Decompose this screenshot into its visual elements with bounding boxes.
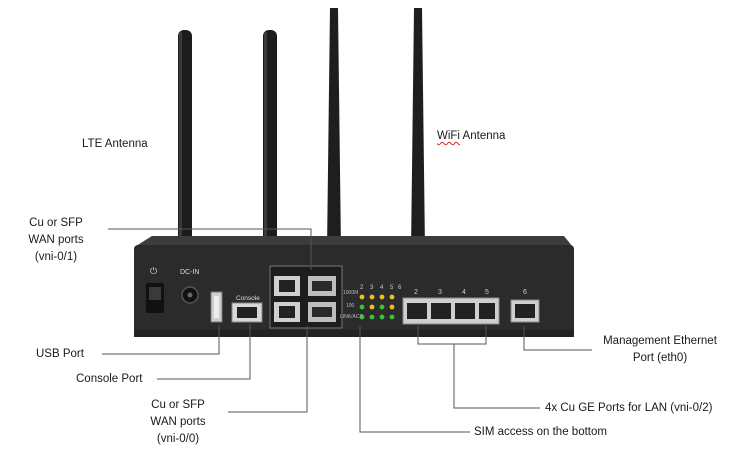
led-row-label: LINK/ACT [340, 314, 363, 320]
usb-port-label: USB Port [36, 348, 84, 360]
console-rj45 [231, 302, 263, 323]
management-port [510, 299, 540, 323]
lan-port-block [402, 297, 500, 325]
wan-bottom-label: Cu or SFP WAN ports (vni-0/0) [132, 397, 224, 448]
led-row-label: 1000M [343, 290, 359, 296]
wifi-antenna-label: WiFi Antenna [437, 128, 505, 145]
led-row-label: 100 [346, 303, 355, 309]
leader-wan-bottom [228, 326, 308, 413]
lan-ports-label: 4x Cu GE Ports for LAN (vni-0/2) [545, 402, 713, 414]
led-header: 5 [390, 285, 394, 291]
wan-top-label: Cu or SFP WAN ports (vni-0/1) [12, 215, 100, 266]
dc-in-label: DC-IN [180, 269, 200, 276]
wan-top-line1: Cu or SFP [29, 217, 83, 229]
leader-wan-top [108, 228, 312, 270]
mgmt-ethernet-line2: Port (eth0) [632, 352, 688, 364]
lte-antenna-label: LTE Antenna [82, 138, 148, 150]
mgmt-ethernet-line1: Management Ethernet [603, 335, 717, 347]
leader-lan-bracket [417, 326, 487, 345]
wan-top-line3: (vni-0/1) [34, 251, 78, 263]
wan-bottom-line1: Cu or SFP [151, 399, 205, 411]
port-number: 6 [523, 289, 527, 296]
mgmt-ethernet-label: Management Ethernet Port (eth0) [590, 333, 730, 367]
led-header: 3 [370, 285, 374, 291]
sim-access-label: SIM access on the bottom [474, 426, 607, 438]
wan-bottom-line2: WAN ports [150, 416, 206, 428]
usb-port [210, 291, 223, 323]
leader-sim [359, 326, 470, 433]
led-header: 4 [380, 285, 384, 291]
wifi-antenna-right [411, 8, 425, 250]
wan-combo-block [269, 265, 343, 329]
led-header: 2 [360, 285, 364, 291]
dc-in-jack [181, 286, 199, 304]
port-number: 4 [462, 289, 466, 296]
power-switch [146, 283, 164, 313]
wan-top-line2: WAN ports [28, 234, 84, 246]
chassis [134, 236, 574, 337]
wifi-antenna-suffix: Antenna [460, 130, 506, 142]
console-label: Console [236, 295, 260, 302]
leader-console [157, 324, 251, 380]
leader-lines [102, 228, 592, 433]
wan-bottom-line3: (vni-0/0) [156, 433, 200, 445]
leader-mgmt [523, 326, 592, 351]
led-header: 6 [398, 285, 402, 291]
leader-lan [453, 344, 540, 409]
status-leds [359, 294, 395, 320]
leader-usb [102, 325, 220, 355]
console-port-label: Console Port [76, 373, 143, 385]
port-number: 3 [438, 289, 442, 296]
lte-antenna-left [178, 30, 192, 250]
lte-antenna-right [263, 30, 277, 250]
wifi-antenna-word: WiFi [437, 130, 460, 142]
wifi-antenna-left [327, 8, 341, 250]
port-number: 5 [485, 289, 489, 296]
power-symbol-label: ⏻ [150, 266, 158, 276]
port-number: 2 [414, 289, 418, 296]
